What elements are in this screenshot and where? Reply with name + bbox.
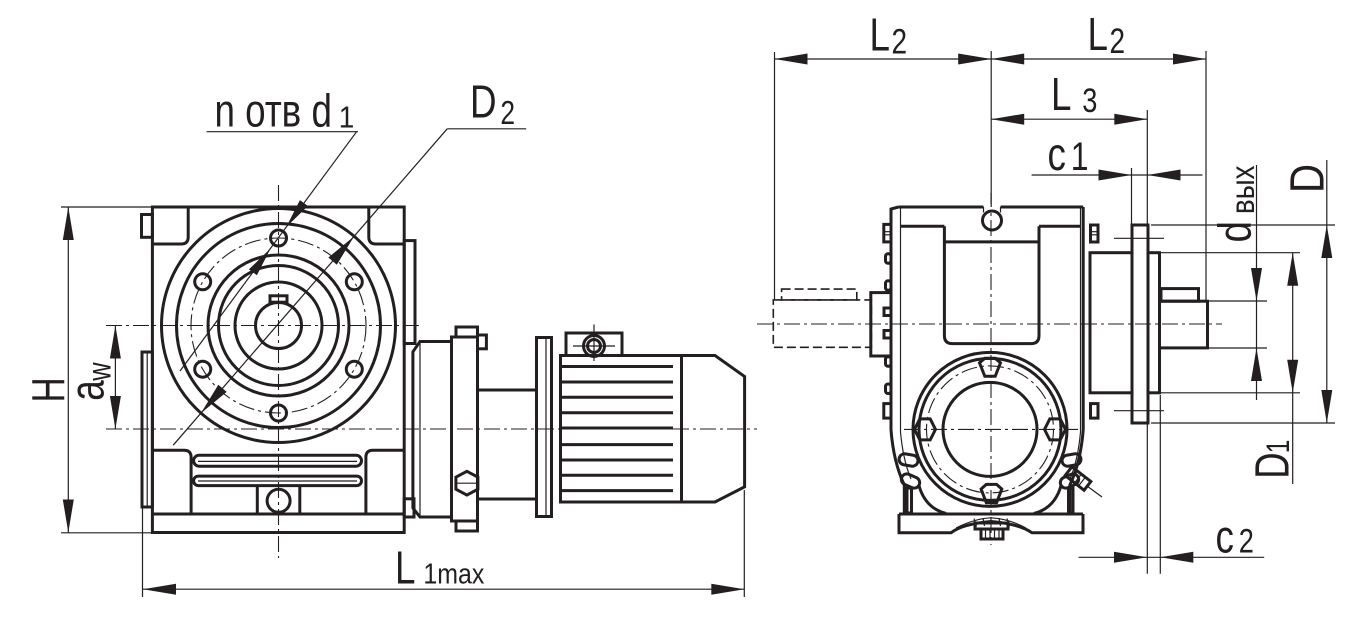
svg-text:D: D [470,76,497,128]
svg-text:D: D [1281,164,1334,193]
svg-text:n отв d: n отв d [215,85,332,137]
svg-text:L: L [1051,68,1071,120]
svg-text:2: 2 [1239,522,1254,561]
svg-text:a: a [61,380,115,401]
svg-text:L: L [870,9,890,61]
svg-text:H: H [23,377,75,402]
svg-text:w: w [81,362,118,382]
svg-text:1: 1 [1071,134,1089,179]
svg-text:L: L [395,542,415,594]
svg-text:1: 1 [339,100,355,135]
svg-text:1: 1 [1261,440,1297,454]
svg-text:2: 2 [892,21,908,61]
svg-text:d: d [1209,221,1260,242]
svg-text:2: 2 [500,95,515,131]
svg-text:c: c [1048,128,1066,180]
svg-text:вых: вых [1225,165,1262,214]
svg-text:3: 3 [1082,81,1097,120]
svg-text:c: c [1216,511,1234,563]
svg-text:L: L [1088,8,1108,60]
svg-text:1max: 1max [423,558,484,590]
svg-text:2: 2 [1110,21,1126,61]
svg-text:D: D [1246,452,1300,478]
